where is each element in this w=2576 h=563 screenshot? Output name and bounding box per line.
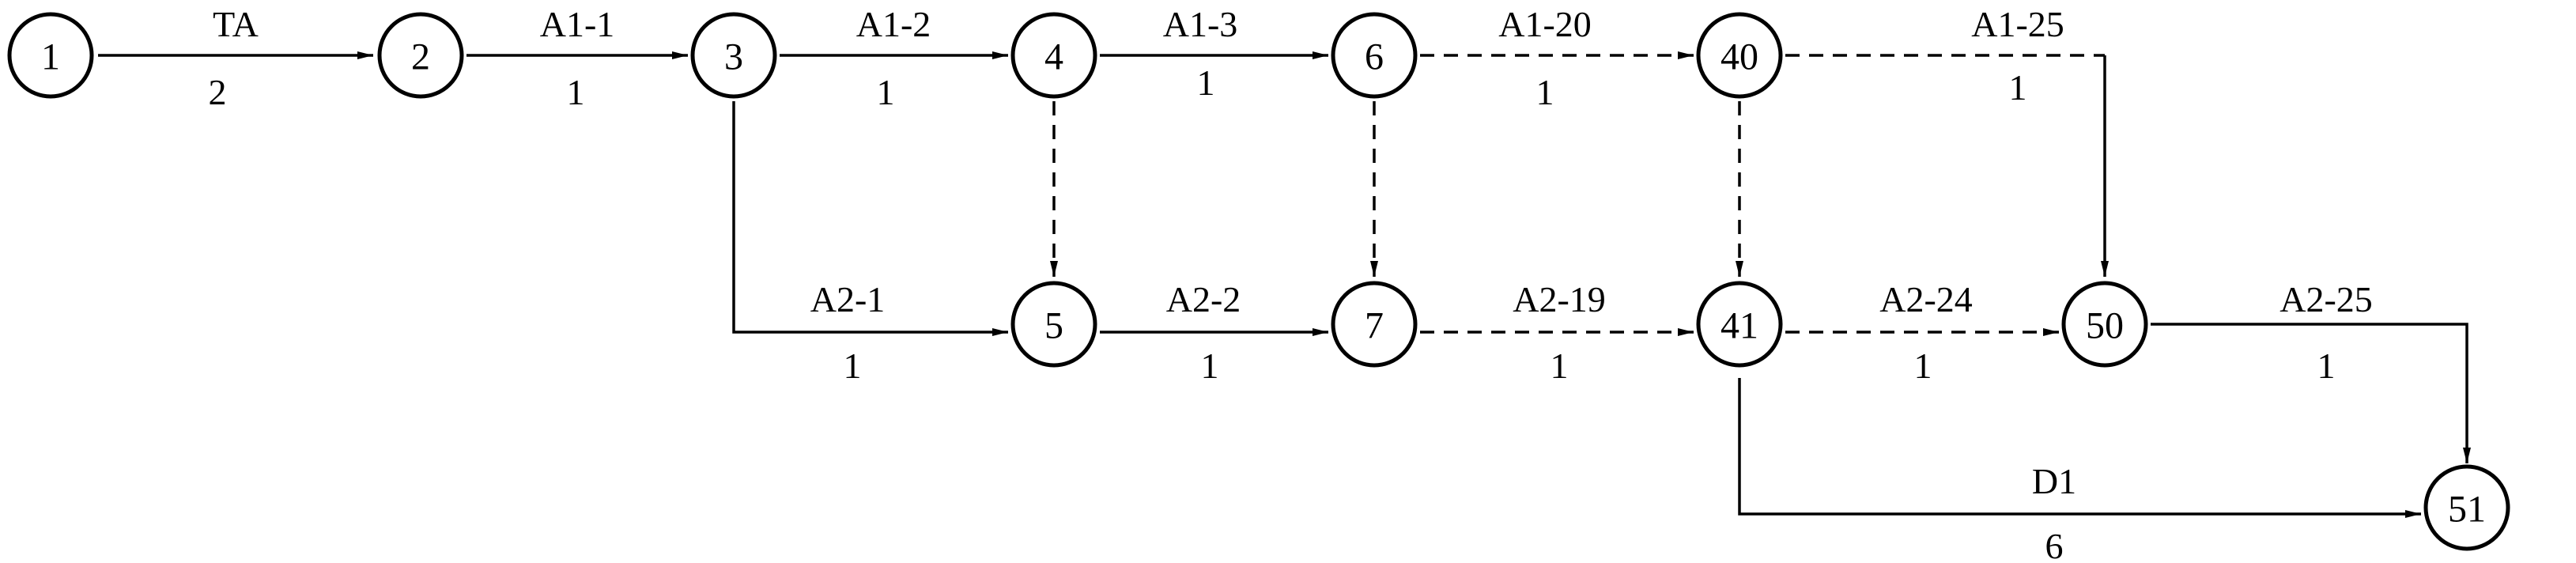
edge-3-5-duration: 1 bbox=[844, 346, 862, 386]
node-5-label: 5 bbox=[1044, 305, 1063, 347]
edge-40-50-name: A1-25 bbox=[1971, 4, 2064, 44]
edge-3-5 bbox=[732, 101, 1008, 336]
node-7-label: 7 bbox=[1365, 305, 1384, 347]
node-5: 5 bbox=[1010, 281, 1097, 368]
node-2-label: 2 bbox=[411, 36, 430, 78]
edge-6-40-name: A1-20 bbox=[1498, 4, 1592, 44]
edge-50-51 bbox=[2151, 323, 2471, 463]
edge-41-51 bbox=[1738, 378, 2421, 518]
edge-3-4-name: A1-2 bbox=[856, 4, 931, 44]
node-1: 1 bbox=[7, 12, 94, 99]
node-3-label: 3 bbox=[724, 36, 743, 78]
node-4-label: 4 bbox=[1044, 36, 1063, 78]
node-1-label: 1 bbox=[41, 36, 60, 78]
edge-4-6-duration: 1 bbox=[1197, 62, 1215, 103]
edge-2-3-name: A1-1 bbox=[540, 4, 615, 44]
edge-41-50-name: A2-24 bbox=[1879, 279, 1973, 319]
edge-3-4-duration: 1 bbox=[877, 72, 895, 112]
edge-5-7-name: A2-2 bbox=[1166, 279, 1241, 319]
node-41: 41 bbox=[1696, 281, 1783, 368]
edge-4-6-name: A1-3 bbox=[1163, 4, 1238, 44]
node-50: 50 bbox=[2061, 281, 2148, 368]
node-41-label: 41 bbox=[1720, 305, 1758, 347]
edge-2-3-duration: 1 bbox=[567, 72, 585, 112]
edge-41-50-duration: 1 bbox=[1914, 346, 1932, 386]
edge-6-40-duration: 1 bbox=[1536, 72, 1554, 112]
node-6: 6 bbox=[1331, 12, 1418, 99]
node-6-label: 6 bbox=[1365, 36, 1384, 78]
edge-3-5-name: A2-1 bbox=[810, 279, 886, 319]
node-7: 7 bbox=[1331, 281, 1418, 368]
edge-40-50-duration: 1 bbox=[2009, 67, 2027, 108]
edge-1-2-name: TA bbox=[213, 4, 259, 44]
node-50-label: 50 bbox=[2086, 305, 2124, 347]
node-2: 2 bbox=[377, 12, 464, 99]
edge-7-41-name: A2-19 bbox=[1513, 279, 1606, 319]
node-4: 4 bbox=[1010, 12, 1097, 99]
node-40-label: 40 bbox=[1720, 36, 1758, 78]
edge-50-51-name: A2-25 bbox=[2279, 279, 2373, 319]
node-51-label: 51 bbox=[2448, 489, 2486, 531]
edge-5-7-duration: 1 bbox=[1201, 346, 1219, 386]
edge-41-51-duration: 6 bbox=[2045, 526, 2064, 563]
edge-1-2-duration: 2 bbox=[209, 72, 227, 112]
edge-41-51-name: D1 bbox=[2032, 461, 2076, 501]
edge-50-51-duration: 1 bbox=[2317, 346, 2336, 386]
node-51: 51 bbox=[2423, 464, 2510, 551]
node-40: 40 bbox=[1696, 12, 1783, 99]
edge-7-41-duration: 1 bbox=[1551, 346, 1569, 386]
node-3: 3 bbox=[690, 12, 777, 99]
